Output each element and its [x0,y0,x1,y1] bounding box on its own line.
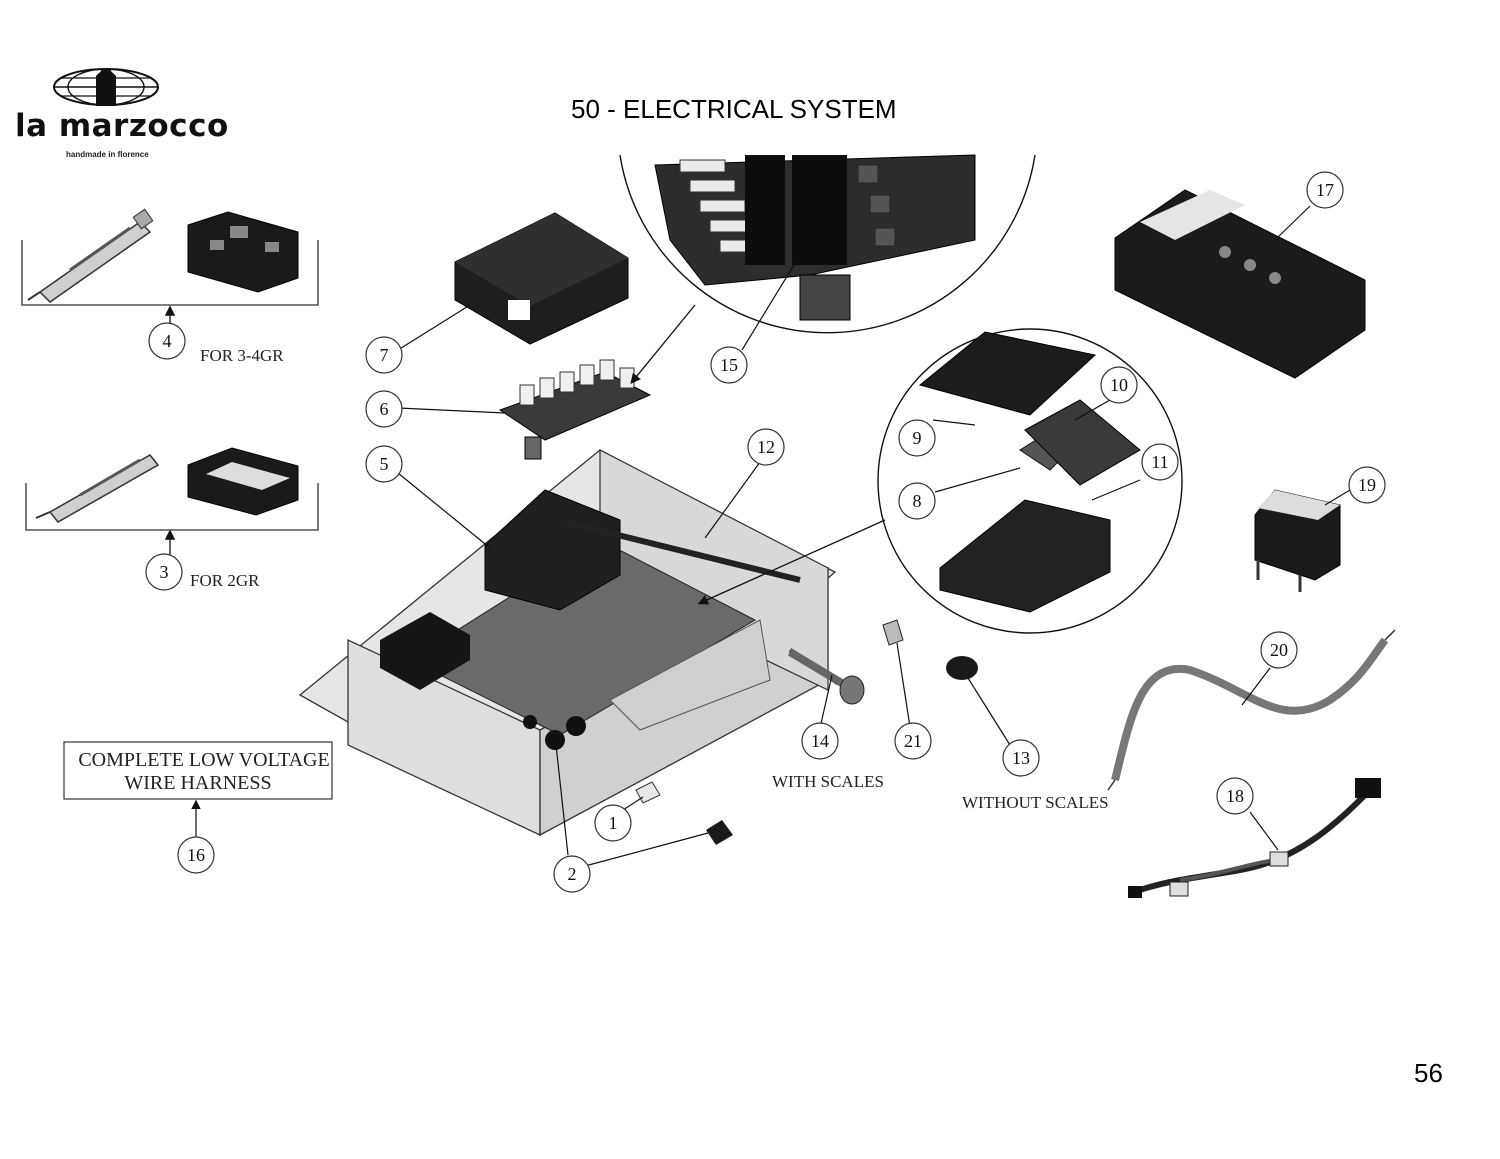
callout-10: 10 [1100,366,1138,404]
thermal-paste-syringe-icon [35,454,160,523]
callout-number: 1 [609,813,618,833]
callout-3: 3 [145,553,183,591]
callout-number: 11 [1151,452,1168,472]
part-6-board [397,359,652,460]
callout-5: 5 [365,445,403,483]
callout-15: 15 [710,346,748,384]
page-number: 56 [1414,1058,1443,1088]
callout-number: 5 [380,454,389,474]
callout-number: 18 [1226,786,1244,806]
label-without-scales: WITHOUT SCALES [962,793,1109,812]
label-with-scales: WITH SCALES [772,772,884,791]
callout-13: 13 [1002,739,1040,777]
part-18-harness [1128,778,1381,898]
thermal-paste-syringe-icon [27,208,154,303]
callout-9: 9 [898,419,936,457]
callout-number: 8 [913,491,922,511]
callout-18: 18 [1216,777,1254,815]
callout-number: 4 [163,331,172,351]
part-15-detail [619,154,1036,385]
part-19-transformer [1254,489,1351,592]
brand-tagline: handmade in florence [66,150,149,159]
part-1-fuse [619,781,661,813]
part-17-unit [1114,189,1366,379]
part-4-group [21,208,319,330]
callout-number: 10 [1110,375,1128,395]
callout-7: 7 [365,336,403,374]
main-enclosure [298,449,886,837]
part-16-harness-box: COMPLETE LOW VOLTAGE WIRE HARNESS [63,741,333,838]
callout-number: 2 [568,864,577,884]
part-13-cap [946,656,1011,746]
callout-16: 16 [177,836,215,874]
solid-state-relay-icon [187,447,299,516]
callout-19: 19 [1348,466,1386,504]
harness-label-line2: WIRE HARNESS [124,772,271,794]
part-20-cable [1107,629,1396,791]
brand-name: la marzocco [15,108,229,144]
callout-number: 20 [1270,640,1288,660]
callout-number: 9 [913,428,922,448]
page-title: 50 - ELECTRICAL SYSTEM [571,94,897,124]
callout-1: 1 [594,804,632,842]
callout-number: 13 [1012,748,1030,768]
callout-number: 7 [380,345,389,365]
callout-20: 20 [1260,631,1298,669]
callout-number: 12 [757,437,775,457]
callout-11: 11 [1141,443,1179,481]
callout-number: 15 [720,355,738,375]
callout-number: 17 [1316,180,1334,200]
part-21-clip [882,619,911,728]
callout-8: 8 [898,482,936,520]
callout-number: 3 [160,562,169,582]
callout-number: 6 [380,399,389,419]
callout-number: 16 [187,845,205,865]
control-box-detail [877,328,1183,634]
part-7-cover [397,212,629,351]
brand-logo-icon [53,68,159,106]
callout-17: 17 [1306,171,1344,209]
label-for-2gr: FOR 2GR [190,571,260,590]
harness-label-line1: COMPLETE LOW VOLTAGE [78,749,329,771]
part-3-group [25,447,319,555]
part-2-knob [555,744,733,867]
callout-number: 14 [811,731,829,751]
part-14-connector [787,648,865,729]
callout-14: 14 [801,722,839,760]
callout-21: 21 [894,722,932,760]
callout-6: 6 [365,390,403,428]
label-for-3-4gr: FOR 3-4GR [200,346,284,365]
solid-state-relay-icon [187,211,299,293]
callout-number: 19 [1358,475,1376,495]
callout-number: 21 [904,731,922,751]
callout-2: 2 [553,855,591,893]
callout-4: 4 [148,322,186,360]
callout-12: 12 [747,428,785,466]
